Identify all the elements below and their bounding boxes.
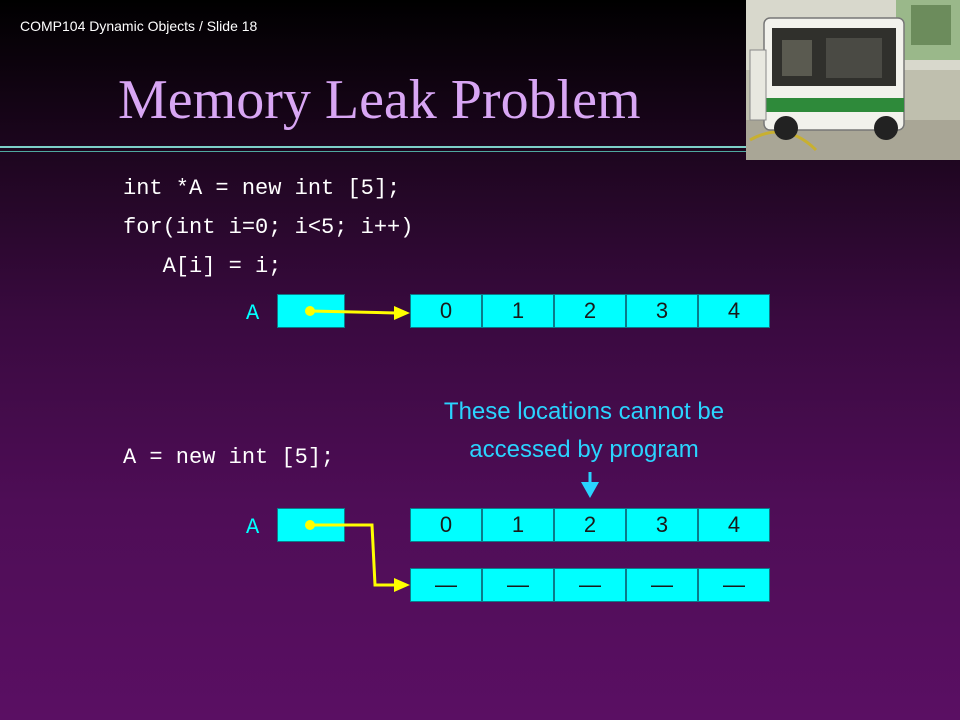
array-cell: 1: [482, 294, 554, 328]
leaked-cell: 4: [698, 508, 770, 542]
annotation-line-2: accessed by program: [469, 436, 699, 463]
down-arrow-icon: [581, 472, 599, 498]
slide-title: Memory Leak Problem: [118, 69, 641, 131]
leaked-cell: 0: [410, 508, 482, 542]
array-cell: 4: [698, 294, 770, 328]
pointer-label-a: A: [246, 301, 260, 326]
slide-header: COMP104 Dynamic Objects / Slide 18: [20, 18, 258, 34]
array-cell: 2: [554, 294, 626, 328]
annotation-line-1: These locations cannot be: [443, 398, 725, 425]
array-cell: 3: [626, 294, 698, 328]
new-array-cell: —: [626, 568, 698, 602]
new-array-cell: —: [698, 568, 770, 602]
new-array-cell: —: [482, 568, 554, 602]
bus-photo-image: [746, 0, 960, 160]
pointer-arrow-1: [305, 306, 410, 320]
code-line-1: int *A = new int [5];: [123, 176, 401, 201]
title-divider-thin: [0, 151, 746, 152]
array-cell: 0: [410, 294, 482, 328]
bus-photo: [746, 0, 960, 160]
new-array-cell: —: [554, 568, 626, 602]
code-line-3: A[i] = i;: [123, 254, 282, 279]
new-array-cell: —: [410, 568, 482, 602]
pointer-label-a: A: [246, 515, 260, 540]
leaked-cell: 1: [482, 508, 554, 542]
code-line-4: A = new int [5];: [123, 445, 335, 470]
leaked-cell: 2: [554, 508, 626, 542]
code-line-2: for(int i=0; i<5; i++): [123, 215, 414, 240]
pointer-arrow-2: [305, 520, 410, 592]
leaked-cell: 3: [626, 508, 698, 542]
title-divider: [0, 146, 746, 148]
